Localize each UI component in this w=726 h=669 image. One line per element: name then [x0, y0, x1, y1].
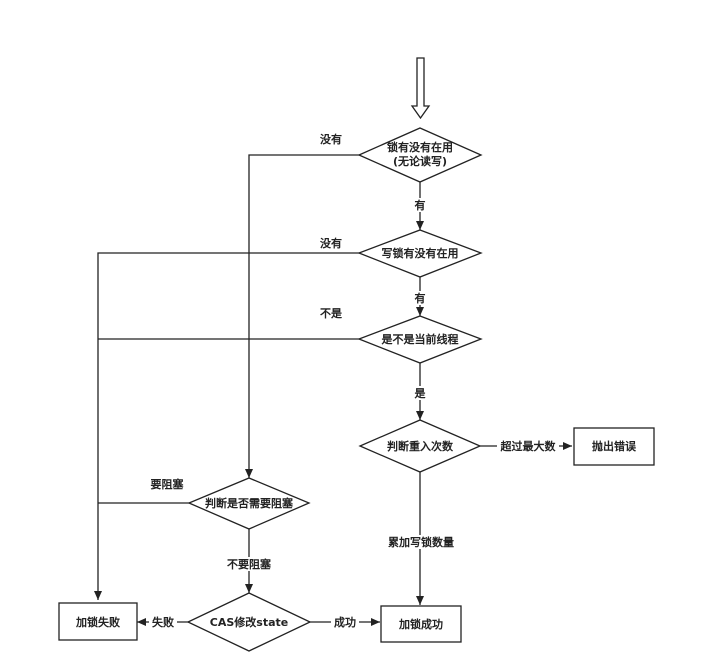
edge-label-d4-accumulate: 累加写锁数量 — [388, 535, 454, 549]
edge-label-d1-no: 没有 — [320, 132, 342, 146]
decision-need-block-label: 判断是否需要阻塞 — [205, 496, 294, 510]
edge-label-cas-success: 成功 — [334, 615, 356, 629]
decision-cas: CAS修改state — [186, 592, 312, 652]
decision-check-reentry-label: 判断重入次数 — [387, 439, 454, 453]
decision-lock-in-use-line2: (无论读写) — [393, 154, 447, 168]
decision-cas-label: CAS修改state — [210, 615, 288, 629]
edge-d2-no — [94, 252, 361, 600]
box-throw-error-label: 抛出错误 — [592, 439, 637, 453]
edge-label-d2-no: 没有 — [320, 236, 342, 250]
decision-is-current-thread: 是不是当前线程 — [357, 315, 483, 364]
decision-is-current-thread-label: 是不是当前线程 — [381, 332, 459, 346]
edge-label-cas-fail: 失败 — [152, 615, 174, 629]
decision-lock-in-use: 锁有没有在用 (无论读写) — [357, 127, 483, 183]
edge-label-d5-noblock: 不要阻塞 — [227, 557, 272, 571]
decision-write-lock-in-use-label: 写锁有没有在用 — [382, 246, 459, 260]
box-lock-success: 加锁成功 — [380, 605, 462, 643]
edge-label-d4-exceed: 超过最大数 — [500, 439, 557, 453]
box-lock-fail: 加锁失败 — [58, 602, 138, 641]
decision-write-lock-in-use: 写锁有没有在用 — [357, 229, 483, 278]
decision-check-reentry: 判断重入次数 — [358, 419, 482, 473]
edge-label-d2-yes: 有 — [415, 291, 426, 305]
entry-arrow — [410, 57, 431, 120]
edge-label-d3-yes: 是 — [414, 387, 427, 400]
box-lock-success-label: 加锁成功 — [398, 617, 443, 631]
edge-label-d3-no: 不是 — [320, 307, 343, 320]
decision-need-block: 判断是否需要阻塞 — [187, 477, 311, 530]
edge-label-d5-block: 要阻塞 — [151, 477, 185, 491]
edge-label-d1-yes: 有 — [415, 198, 426, 212]
box-throw-error: 抛出错误 — [573, 427, 655, 466]
decision-lock-in-use-line1: 锁有没有在用 — [387, 140, 453, 154]
edge-d1-no — [245, 154, 361, 478]
box-lock-fail-label: 加锁失败 — [75, 615, 120, 629]
